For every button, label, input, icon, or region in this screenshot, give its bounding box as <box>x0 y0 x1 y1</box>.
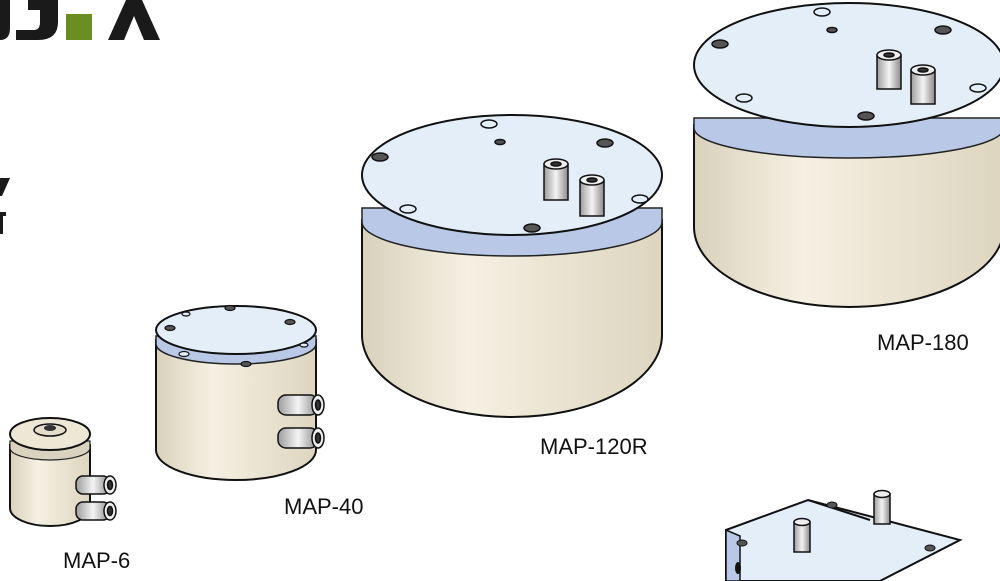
map-6-label: MAP-6 <box>63 548 131 573</box>
map-40-model <box>155 304 325 481</box>
map-180-model <box>693 2 1000 308</box>
map-6-model <box>9 417 117 527</box>
map-180-label: MAP-180 <box>877 330 969 355</box>
company-logo <box>0 0 160 40</box>
map-120r-model <box>361 114 663 418</box>
map-120r-label: MAP-120R <box>540 434 648 459</box>
rectangular-model-partial <box>725 489 963 581</box>
cropped-text-fragment <box>0 178 10 234</box>
map-40-label: MAP-40 <box>284 494 364 519</box>
